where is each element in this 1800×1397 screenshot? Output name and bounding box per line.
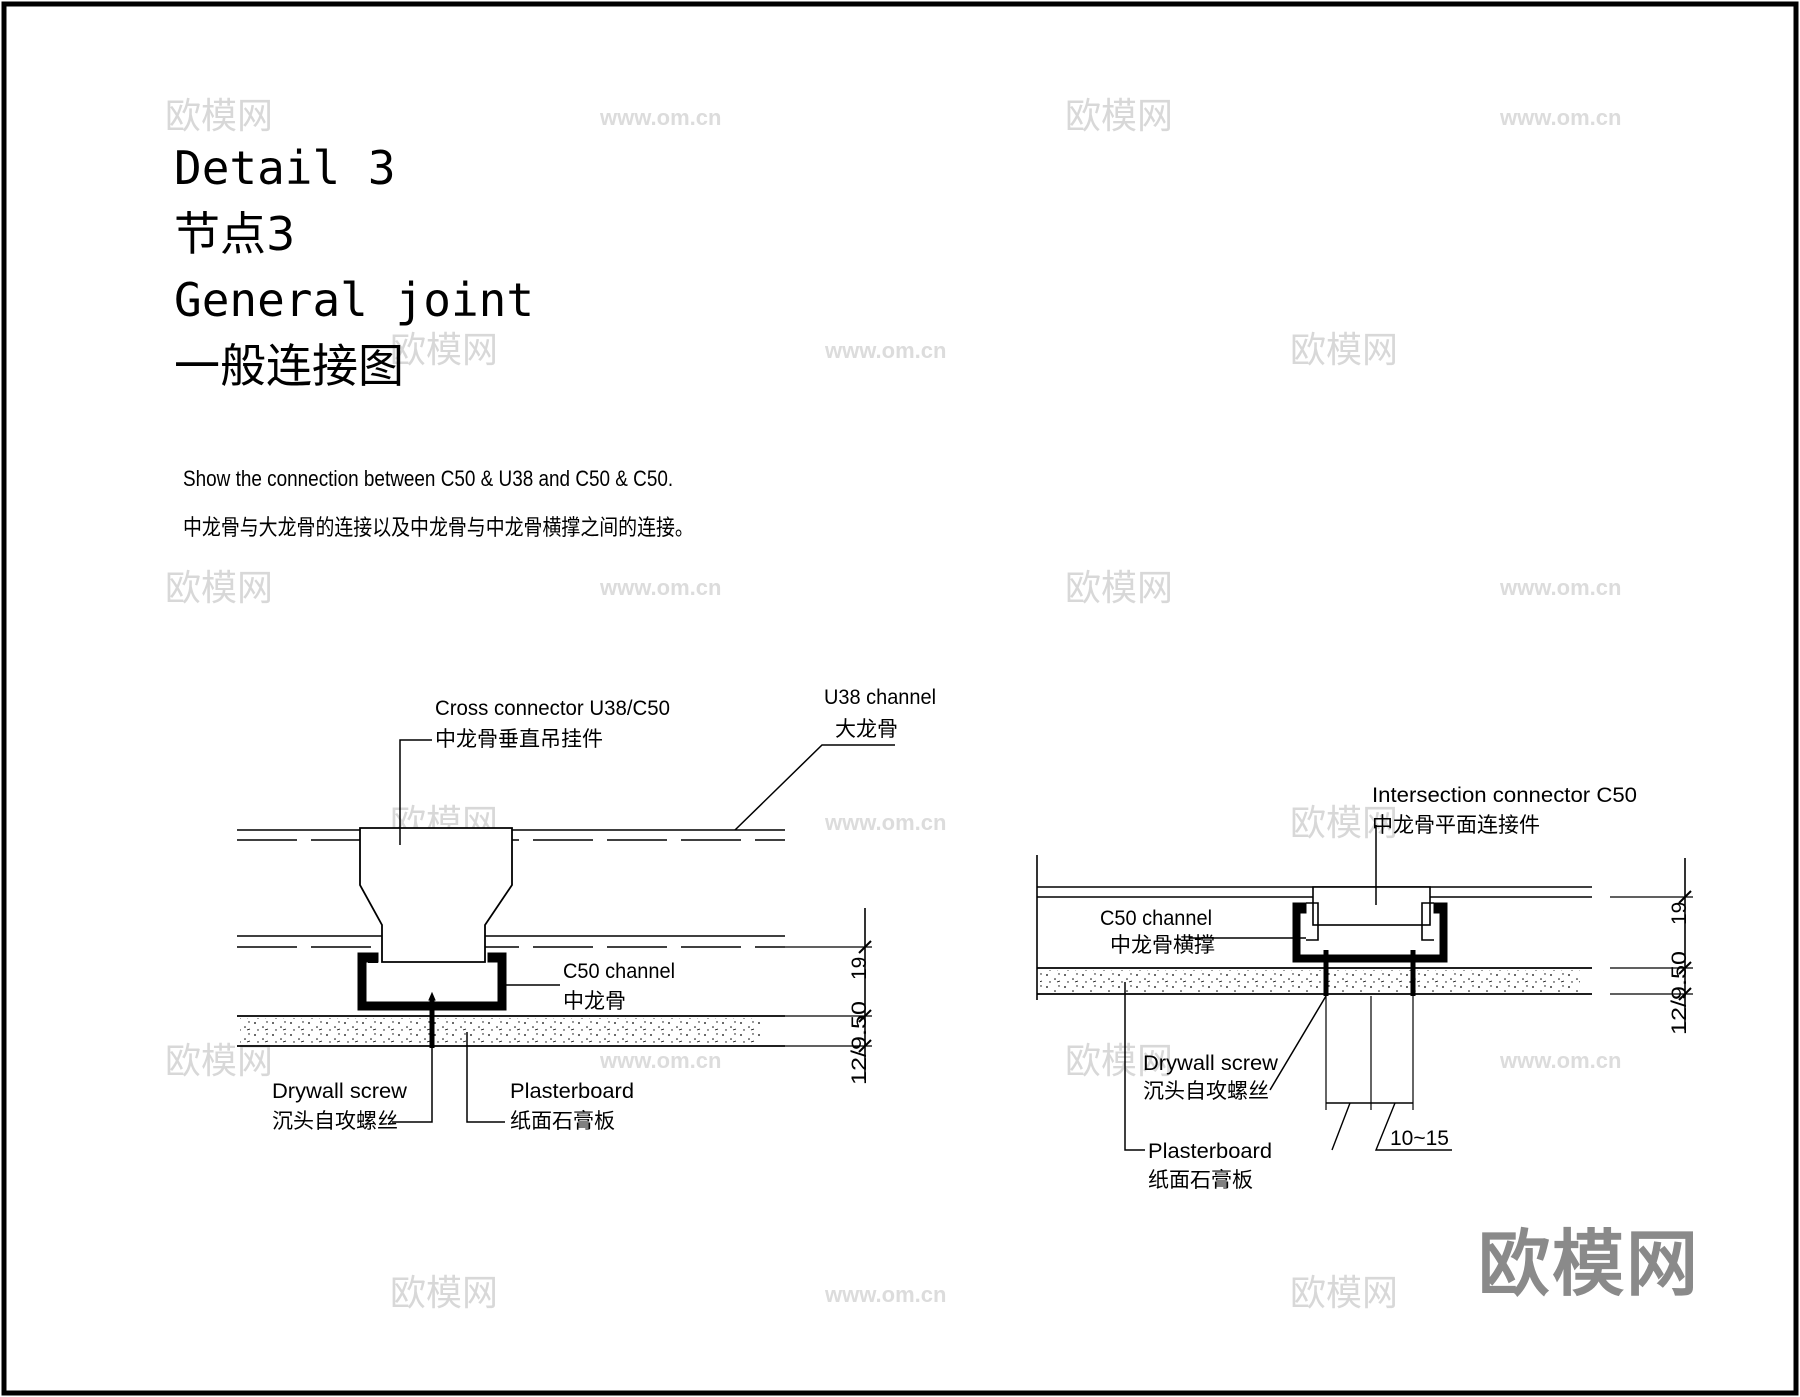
watermark-layer: 欧模网 www.om.cn 欧模网 www.om.cn 欧模网 www.om.c…	[165, 96, 1621, 1314]
label-intersection-en: Intersection connector C50	[1372, 784, 1637, 807]
label-c50-cn: 中龙骨	[563, 989, 626, 1013]
gap-leader	[1331, 1102, 1351, 1151]
label-right-screw-en: Drywall screw	[1143, 1052, 1279, 1075]
watermark-logo: 欧模网	[1290, 803, 1398, 844]
label-c50-en: C50 channel	[563, 960, 675, 983]
intersection-connector	[1312, 886, 1431, 926]
watermark-logo: 欧模网	[390, 330, 498, 371]
label-screw-en: Drywall screw	[272, 1080, 408, 1103]
right-detail-labels: Intersection connector C50 中龙骨平面连接件 C50 …	[1100, 784, 1691, 1192]
title-joint-name-cn: 一般连接图	[174, 339, 404, 393]
label-c50-brace-en: C50 channel	[1100, 907, 1212, 930]
right-dim-tick-1	[1678, 890, 1692, 904]
label-dim-bottom: 12/9.50	[848, 1001, 871, 1085]
watermark-url: www.om.cn	[824, 810, 946, 835]
watermark-url: www.om.cn	[599, 575, 721, 600]
watermark-logo: 欧模网	[1065, 96, 1173, 137]
label-c50-brace-cn: 中龙骨横撑	[1110, 933, 1215, 957]
watermark-url: www.om.cn	[1499, 1048, 1621, 1073]
right-plasterboard-fill	[1040, 970, 1580, 992]
leader-u38	[734, 744, 895, 831]
cross-connector	[359, 827, 513, 963]
c50-brace-profile	[1292, 902, 1448, 963]
label-right-board-en: Plasterboard	[1148, 1140, 1272, 1163]
watermark-logo: 欧模网	[165, 1041, 273, 1082]
watermark-logo: 欧模网	[165, 568, 273, 609]
title-detail-number-cn: 节点3	[174, 207, 296, 261]
c50-channel-profile	[357, 952, 507, 1011]
watermark-logo: 欧模网	[1065, 568, 1173, 609]
watermark-logo: 欧模网	[390, 1273, 498, 1314]
right-dim-tick-3	[1678, 987, 1692, 1001]
watermark-url: www.om.cn	[599, 1048, 721, 1073]
leader-right-board	[1124, 982, 1145, 1151]
watermark-url: www.om.cn	[1499, 575, 1621, 600]
label-dim-top: 19	[848, 957, 871, 980]
label-right-dim-top: 19	[1668, 902, 1691, 925]
label-screw-cn: 沉头自攻螺丝	[272, 1109, 398, 1133]
label-u38-cn: 大龙骨	[835, 717, 898, 741]
left-detail-labels: Cross connector U38/C50 中龙骨垂直吊挂件 U38 cha…	[272, 686, 936, 1133]
label-intersection-cn: 中龙骨平面连接件	[1372, 813, 1540, 837]
label-cross-connector-en: Cross connector U38/C50	[435, 697, 670, 720]
right-detail	[1036, 825, 1693, 1151]
dim-tick-3	[858, 1039, 872, 1053]
left-detail	[237, 739, 895, 1123]
screw-tip	[428, 991, 436, 1001]
dim-tick-1	[858, 940, 872, 954]
title-joint-name: General joint	[174, 273, 535, 327]
title-detail-number: Detail 3	[174, 141, 396, 195]
label-cross-connector-cn: 中龙骨垂直吊挂件	[435, 727, 603, 751]
watermark-url: www.om.cn	[599, 105, 721, 130]
watermark-logo: 欧模网	[1065, 1041, 1173, 1082]
plasterboard-fill	[240, 1018, 760, 1044]
label-gap-dim: 10~15	[1390, 1127, 1449, 1150]
leader-plasterboard	[466, 1032, 505, 1123]
watermark-logo: 欧模网	[165, 96, 273, 137]
label-right-board-cn: 纸面石膏板	[1148, 1168, 1253, 1192]
leader-cross-connector	[399, 739, 432, 845]
c50-brace-inner	[1306, 902, 1434, 941]
description-en: Show the connection between C50 & U38 an…	[183, 466, 674, 491]
label-right-screw-cn: 沉头自攻螺丝	[1143, 1079, 1269, 1103]
watermark-logo: 欧模网	[1290, 1273, 1398, 1314]
description-cn: 中龙骨与大龙骨的连接以及中龙骨与中龙骨横撑之间的连接。	[183, 515, 694, 540]
leader-screw	[392, 1048, 433, 1123]
title-block: Detail 3 节点3 General joint 一般连接图	[174, 135, 534, 399]
watermark-url: www.om.cn	[824, 1282, 946, 1307]
dim-tick-2	[858, 1009, 872, 1023]
c50-inner-left	[368, 960, 378, 963]
watermark-url: www.om.cn	[824, 338, 946, 363]
gap-leader-2	[1374, 1102, 1452, 1151]
watermark-logo: 欧模网	[1290, 330, 1398, 371]
leader-right-screw	[1269, 995, 1327, 1091]
label-right-dim-bottom: 12/9.50	[1668, 951, 1691, 1035]
watermark-url: www.om.cn	[1499, 105, 1621, 130]
label-board-cn: 纸面石膏板	[510, 1109, 615, 1133]
right-dim-tick-2	[1678, 961, 1692, 975]
brand-logo: 欧模网	[1478, 1222, 1701, 1306]
label-u38-en: U38 channel	[824, 686, 936, 709]
label-board-en: Plasterboard	[510, 1080, 634, 1103]
